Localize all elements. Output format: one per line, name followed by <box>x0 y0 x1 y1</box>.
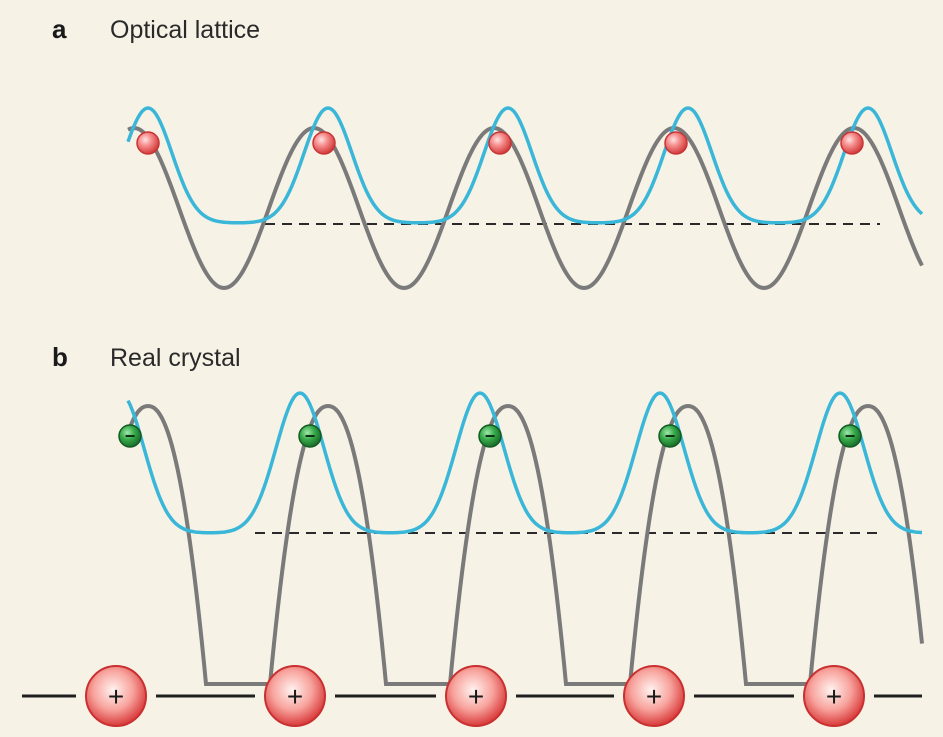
electron-charge-label: − <box>845 426 856 446</box>
ion-charge-label: + <box>826 681 842 712</box>
atom-5 <box>840 131 864 155</box>
atom-3 <box>488 131 512 155</box>
atom-1 <box>136 131 160 155</box>
atom-4 <box>664 131 688 155</box>
panel-a-atom-wavefunction <box>126 106 924 225</box>
panel-b-real-crystal: − − − − − + + + + + <box>22 391 924 727</box>
ion-charge-label: + <box>468 681 484 712</box>
panel-a-atoms <box>136 131 864 155</box>
ion-5: + <box>803 665 865 727</box>
ion-charge-label: + <box>108 681 124 712</box>
electron-5: − <box>838 424 862 448</box>
electron-3: − <box>478 424 502 448</box>
panel-b-electrons: −−−−− <box>118 424 862 448</box>
electron-charge-label: − <box>485 426 496 446</box>
panel-a-letter: a <box>52 14 67 44</box>
electron-charge-label: − <box>125 426 136 446</box>
electron-charge-label: − <box>305 426 316 446</box>
panel-b-coulomb-potential <box>126 403 924 686</box>
ion-1: + <box>85 665 147 727</box>
panel-a-optical-lattice <box>126 106 924 291</box>
electron-charge-label: − <box>665 426 676 446</box>
ion-4: + <box>623 665 685 727</box>
ion-charge-label: + <box>287 681 303 712</box>
electron-2: − <box>298 424 322 448</box>
panel-b-title: Real crystal <box>110 344 241 372</box>
ion-2: + <box>264 665 326 727</box>
panel-b-letter: b <box>52 342 68 372</box>
panel-b-electron-wavefunction <box>126 391 923 535</box>
atom-2 <box>312 131 336 155</box>
ion-charge-label: + <box>646 681 662 712</box>
ion-3: + <box>445 665 507 727</box>
panel-b-ions: + + + + + <box>85 665 865 727</box>
electron-1: − <box>118 424 142 448</box>
panel-a-title: Optical lattice <box>110 16 261 44</box>
panel-a-lattice-potential <box>127 125 924 291</box>
electron-4: − <box>658 424 682 448</box>
